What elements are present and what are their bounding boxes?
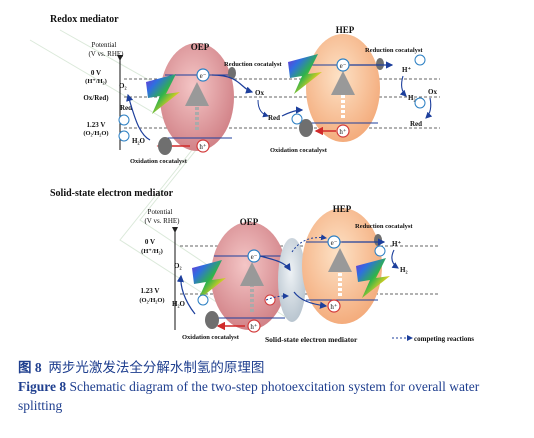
level-0v-sub-2: (H⁺/H₂) [141, 248, 163, 255]
oep-red: Red [120, 104, 132, 112]
svg-text:e⁻: e⁻ [331, 239, 338, 247]
hep-h-plus-2: H⁺ [392, 240, 401, 248]
hep-label: HEP [336, 25, 355, 35]
hep-hole [336, 124, 350, 138]
red-to-hep-arrow [281, 106, 304, 117]
potential-unit: (V vs. RHE) [88, 50, 124, 58]
oep-oxidation-cocatalyst-label-2: Oxidation cocatalyst [182, 334, 240, 341]
oep-oxidation-arrow-2 [176, 274, 196, 315]
ox-to-red-arrow-right [425, 97, 433, 119]
light-bolt-oep [146, 74, 180, 114]
caption-cn-number: 图 8 [18, 360, 42, 375]
competing-reactions-label: competing reactions [414, 335, 474, 343]
hep-oxidation-cocatalyst-label: Oxidation cocatalyst [270, 147, 328, 154]
level-123v: 1.23 V [87, 121, 106, 129]
ox-to-red-arrow [257, 99, 269, 118]
oep-o2-2: O₂ [174, 262, 182, 270]
oep-redox-electron-2 [118, 130, 130, 142]
svg-text:h⁺: h⁺ [199, 143, 207, 151]
level-123v-sub: (O₂/H₂O) [83, 130, 108, 137]
potential-label-2: Potential [148, 208, 173, 216]
svg-text:e⁻: e⁻ [200, 72, 207, 80]
hep-oxidation-cocatalyst [299, 119, 313, 137]
caption-chinese: 图 8 两步光激发法全分解水制氢的原理图 [18, 356, 264, 376]
hep-label-2: HEP [333, 204, 352, 214]
hep-h2-2: H₂ [400, 266, 408, 274]
oep-oxidation-cocatalyst [158, 137, 172, 155]
hep-reduction-cocatalyst [376, 58, 384, 70]
oep-redox-electron [118, 114, 130, 126]
caption-en-text: Schematic diagram of the two-step photoe… [18, 379, 480, 413]
caption-en-number: Figure 8 [18, 379, 67, 394]
oep-to-mediator-arrow [259, 255, 291, 272]
electron-to-ox-arrow [211, 74, 254, 94]
oep-electron [196, 68, 210, 82]
mediator-label: Solid-state electron mediator [265, 335, 358, 344]
competing-reaction-arrow-2 [265, 293, 289, 301]
svg-text:h⁺: h⁺ [250, 323, 258, 331]
level-123v-sub-2: (O₂/H₂O) [139, 297, 164, 304]
oep-oxidation-cocatalyst-2 [205, 311, 219, 329]
mid-red: Red [268, 114, 280, 122]
hep-red: Red [410, 120, 422, 128]
hep-h-electron [414, 54, 426, 66]
svg-text:e⁻: e⁻ [340, 62, 347, 70]
panel-solid-state-mediator: Solid-state electron mediator Potential … [50, 188, 474, 344]
reduction-cocatalyst-left-label: Reduction cocatalyst [224, 61, 282, 68]
oep-label-2: OEP [240, 217, 259, 227]
hep-redox-electron [291, 113, 303, 125]
hep-h2: H₂ [408, 94, 416, 102]
reduction-cocatalyst-label-2: Reduction cocatalyst [355, 223, 413, 230]
oep-particle-2 [211, 222, 287, 330]
svg-text:h⁺: h⁺ [330, 303, 338, 311]
level-redox: Ox/Red) [83, 94, 109, 102]
level-0v-2: 0 V [145, 238, 155, 246]
oep-label: OEP [191, 42, 210, 52]
oep-hole-2 [247, 319, 261, 333]
hep-reduction-cocatalyst-2 [374, 234, 382, 246]
oep-oxidation-arrow [126, 93, 151, 141]
panel2-title: Solid-state electron mediator [50, 188, 174, 199]
level-0v-sub: (H⁺/H₂) [85, 78, 107, 85]
light-bolt-hep [288, 54, 322, 94]
svg-text:h⁺: h⁺ [339, 128, 347, 136]
oep-hole-mid-2 [264, 294, 276, 306]
caption-english: Figure 8 Schematic diagram of the two-st… [18, 377, 518, 415]
hep-electron-2 [327, 235, 341, 249]
caption-cn-text: 两步光激发法全分解水制氢的原理图 [48, 360, 265, 375]
oep-oxidation-cocatalyst-label: Oxidation cocatalyst [130, 158, 188, 165]
svg-text:e⁻: e⁻ [251, 253, 258, 261]
light-bolt-oep-2 [192, 260, 226, 300]
oep-o2: O₂ [119, 82, 127, 90]
potential-label: Potential [92, 41, 117, 49]
oep-reduction-cocatalyst [228, 67, 236, 79]
hep-h-plus: H⁺ [402, 66, 411, 74]
panel-redox-mediator: Redox mediator Potential (V vs. RHE) 0 V… [50, 14, 440, 165]
h-plus-to-h2-arrow [399, 75, 407, 97]
potential-unit-2: (V vs. RHE) [144, 217, 180, 225]
level-123v-2: 1.23 V [141, 287, 160, 295]
panel1-title: Redox mediator [50, 14, 119, 25]
hep-h-electron-2 [374, 245, 386, 257]
level-0v: 0 V [91, 69, 101, 77]
mid-ox: Ox [255, 89, 264, 97]
solid-state-mediator [278, 238, 306, 322]
h-plus-to-h2-arrow-2 [391, 249, 399, 269]
hep-ox: Ox [428, 88, 437, 96]
reduction-cocatalyst-right-label: Reduction cocatalyst [365, 47, 423, 54]
oep-o2-electron-2 [197, 294, 209, 306]
oep-h2o-2: H₂O [172, 300, 186, 308]
oep-hole [196, 139, 210, 153]
light-bolt-hep-2 [356, 258, 390, 298]
mediator-to-hep-arrow [293, 291, 328, 309]
hep-electron [336, 58, 350, 72]
diagram-canvas: Redox mediator Potential (V vs. RHE) 0 V… [29, 14, 474, 344]
hep-ox-electron [414, 97, 426, 109]
oep-h2o: H₂O [132, 137, 146, 145]
hep-hole-2 [327, 299, 341, 313]
